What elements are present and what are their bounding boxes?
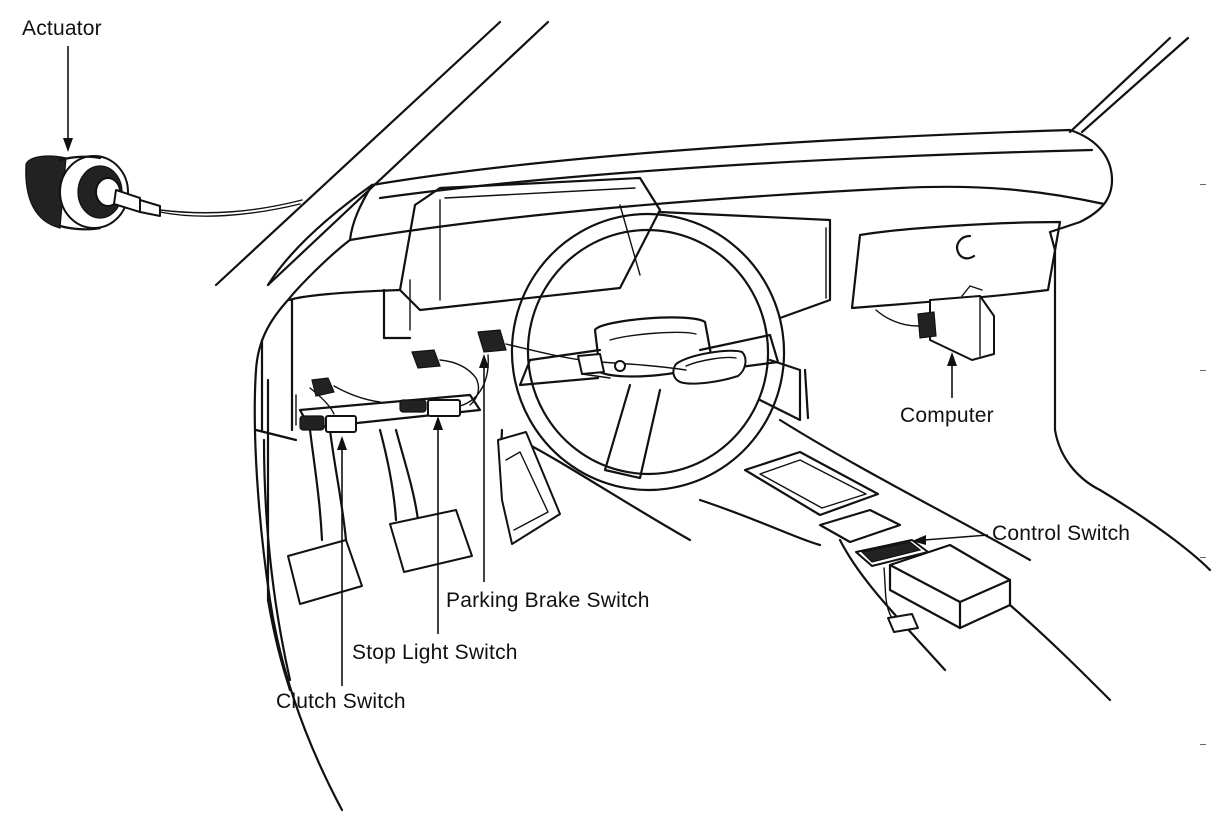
actuator-part: [25, 155, 303, 231]
stop-light-switch-body: [399, 399, 427, 413]
pedals: [287, 393, 561, 605]
steering-wheel: [510, 212, 810, 492]
stop-light-switch-label: Stop Light Switch: [352, 641, 518, 664]
parking-brake-switch-label: Parking Brake Switch: [446, 589, 650, 612]
callout-leaders: [63, 46, 989, 686]
actuator-label: Actuator: [22, 17, 102, 40]
clutch-switch-label: Clutch Switch: [276, 690, 406, 713]
door-panel: [253, 230, 1102, 812]
parking-brake-switch-body: [477, 329, 507, 353]
computer-label: Computer: [900, 404, 994, 427]
dashboard: [260, 128, 1114, 432]
clutch-switch-body: [299, 415, 325, 431]
windshield-frame: [214, 20, 1190, 287]
computer-box: [929, 295, 995, 361]
control-switch-label: Control Switch: [992, 522, 1131, 545]
scan-specks: [1200, 184, 1206, 745]
floor-console: [518, 418, 1212, 702]
switch-wiring: [299, 285, 995, 633]
